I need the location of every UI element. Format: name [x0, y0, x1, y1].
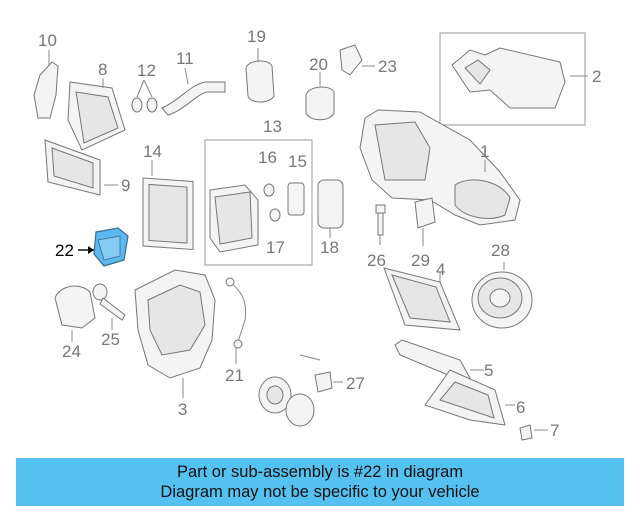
group-box-13 [204, 139, 313, 266]
part-26-bolt [375, 204, 386, 245]
part-1-housing [359, 109, 521, 226]
part-number-22: 22 [55, 241, 74, 260]
part-25-sensor [92, 283, 126, 330]
part-number-20: 20 [309, 55, 328, 74]
part-10-bracket [33, 50, 59, 119]
part-number-23: 23 [378, 57, 397, 76]
caption-line-2: Diagram may not be specific to your vehi… [160, 483, 480, 501]
caption-line-1: Part or sub-assembly is #22 in diagram [176, 463, 464, 481]
part-12-orings [131, 79, 158, 113]
part-number-12: 12 [137, 61, 156, 80]
parts-diagram: 1 2 3 4 5 6 7 8 9 10 11 12 13 14 15 16 1… [33, 27, 601, 441]
part-number-27: 27 [346, 374, 365, 393]
part-number-18: 18 [320, 238, 339, 257]
part-number-17: 17 [266, 238, 285, 257]
part-8-evaporator [67, 78, 126, 151]
caption-banner: Part or sub-assembly is #22 in diagram D… [16, 458, 624, 506]
part-number-4: 4 [436, 260, 445, 279]
part-11-pipe [161, 67, 226, 116]
part-number-3: 3 [178, 400, 187, 419]
part-number-2: 2 [592, 67, 601, 86]
part-number-28: 28 [491, 241, 510, 260]
part-27-group [258, 354, 343, 427]
part-number-5: 5 [484, 361, 493, 380]
part-number-21: 21 [225, 366, 244, 385]
part-6-plate [424, 369, 515, 426]
part-23-clip [339, 44, 375, 76]
part-number-9: 9 [121, 176, 130, 195]
part-4-cabin-filter [383, 267, 461, 331]
part-number-15: 15 [288, 152, 307, 171]
part-number-29: 29 [411, 251, 430, 270]
part-number-16: 16 [258, 148, 277, 167]
part-29-connector [414, 197, 436, 246]
part-number-6: 6 [516, 398, 525, 417]
part-13-contents [209, 182, 305, 253]
part-number-25: 25 [101, 330, 120, 349]
part-7-clip [519, 424, 548, 441]
part-number-8: 8 [98, 60, 107, 79]
part-number-14: 14 [143, 142, 162, 161]
part-number-10: 10 [38, 31, 57, 50]
part-2-duct [451, 47, 588, 109]
part-3-lower-housing [134, 269, 216, 398]
part-number-19: 19 [247, 27, 266, 46]
part-21-hose [225, 277, 247, 364]
group-box-2 [439, 32, 586, 126]
part-number-24: 24 [62, 342, 81, 361]
part-28-blower-motor [471, 262, 533, 329]
part-number-11: 11 [176, 49, 194, 68]
part-22-highlighted [78, 227, 129, 267]
part-number-7: 7 [550, 421, 559, 440]
part-19-seal [245, 48, 275, 103]
part-20-seal [305, 72, 335, 121]
part-14-filter [142, 160, 194, 251]
part-numbers: 1 2 3 4 5 6 7 8 9 10 11 12 13 14 15 16 1… [38, 27, 601, 440]
part-number-26: 26 [367, 251, 386, 270]
part-9-heater-core [44, 139, 118, 196]
part-number-13: 13 [263, 117, 282, 136]
part-24-actuator [54, 285, 96, 342]
part-5-seal [394, 339, 484, 381]
part-number-1: 1 [480, 142, 489, 161]
part-18-switch [317, 179, 344, 238]
